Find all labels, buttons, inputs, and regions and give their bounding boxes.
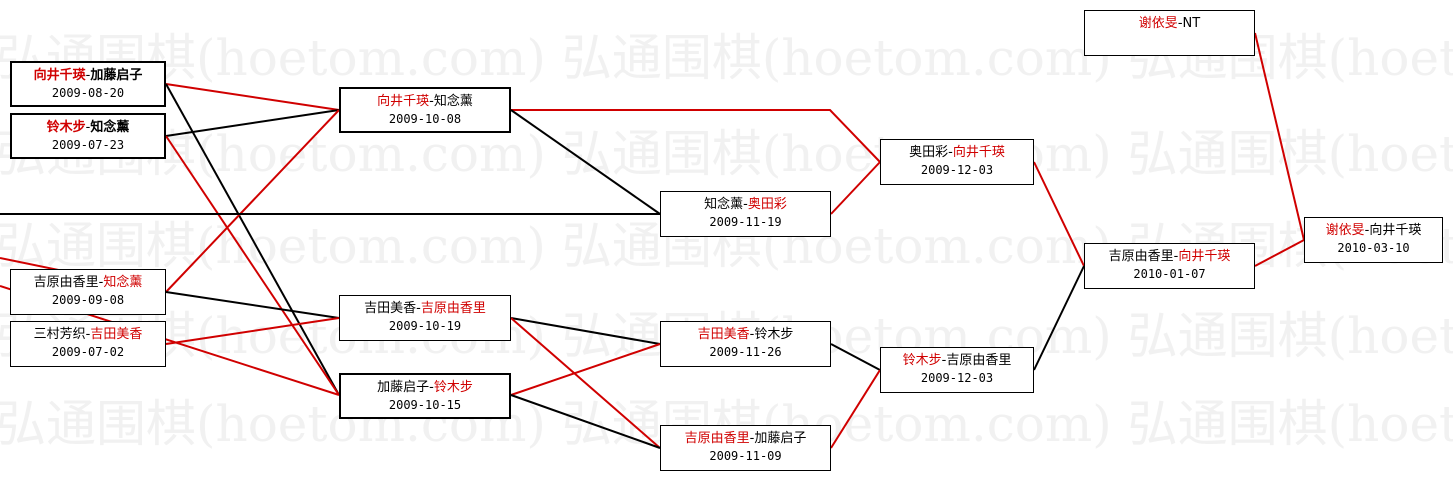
player-2: NT [1182,16,1201,31]
match-date: 2009-11-19 [709,215,782,229]
player-2: 知念薰 [433,94,473,109]
player-1: 知念薰 [704,197,744,212]
match-box-m8: 知念薰-奥田彩 2009-11-19 [660,191,831,237]
connector-line-f [165,291,340,319]
player-1: 谢依旻 [1325,223,1365,238]
connector-line-n [510,317,661,449]
match-players: 吉田美香-吉原由香里 [364,301,486,316]
match-box-m11: 奥田彩-向井千瑛 2009-12-03 [880,139,1034,185]
player-1: 奥田彩 [909,145,949,160]
player-2: 向井千瑛 [1178,249,1231,264]
player-1: 铃木步 [902,353,942,368]
match-date: 2009-07-02 [51,345,125,359]
match-players: 向井千瑛-知念薰 [377,94,473,109]
match-players: 吉原由香里-知念薰 [33,275,143,290]
connector-line-v [1254,239,1305,267]
connector-line-q [830,161,881,215]
match-date: 2009-09-08 [51,293,125,307]
player-1: 谢依旻 [1138,16,1178,31]
match-date: 2009-07-23 [51,138,125,152]
match-box-m6: 吉田美香-吉原由香里 2009-10-19 [339,295,511,341]
player-2: 奥田彩 [747,197,787,212]
match-players: 知念薰-奥田彩 [704,197,787,212]
match-date: 2010-03-10 [1337,241,1410,255]
match-date: 2010-01-07 [1133,267,1206,281]
match-date: 2009-10-08 [388,112,462,126]
connector-line-m [510,317,661,345]
connector-line-g [165,317,340,345]
player-2: 铃木步 [754,327,794,342]
match-players: 谢依旻-向井千瑛 [1325,223,1422,238]
match-box-m10: 吉原由香里-加藤启子 2009-11-09 [660,425,831,471]
match-players: 加藤启子-铃木步 [377,380,473,395]
player-2: 向井千瑛 [952,145,1005,160]
match-box-m7: 加藤启子-铃木步 2009-10-15 [339,373,511,419]
player-2: 加藤启子 [90,68,143,83]
player-1: 加藤启子 [377,380,430,395]
watermark-line: 弘通围棋(hoetom.com) 弘通围棋(hoetom.com) 弘通围棋(h… [0,125,1453,183]
match-box-m2: 铃木步-知念薰 2009-07-23 [10,113,166,159]
player-1: 三村芳织 [33,327,86,342]
player-2: 吉原由香里 [946,353,1012,368]
match-players: 铃木步-知念薰 [46,120,130,135]
connector-line-e [165,109,340,293]
player-1: 向井千瑛 [377,94,430,109]
connector-line-r [830,343,881,371]
match-date: 2009-10-19 [388,319,462,333]
connector-line-j [511,109,881,163]
match-box-m3: 吉原由香里-知念薰 2009-09-08 [10,269,166,315]
match-players: 吉田美香-铃木步 [697,327,794,342]
match-players: 吉原由香里-向井千瑛 [1108,249,1231,264]
player-2: 向井千瑛 [1369,223,1422,238]
match-date: 2009-11-09 [709,449,782,463]
match-players: 铃木步-吉原由香里 [902,353,1012,368]
match-box-m12: 铃木步-吉原由香里 2009-12-03 [880,347,1034,393]
player-2: 吉田美香 [90,327,143,342]
connector-line-b [165,83,340,396]
match-box-m5: 向井千瑛-知念薰 2009-10-08 [339,87,511,133]
connector-line-k [510,109,661,215]
player-1: 吉田美香 [697,327,750,342]
connector-line-u [1033,265,1085,371]
player-2: 吉原由香里 [420,301,486,316]
player-2: 知念薰 [90,120,130,135]
match-date: 2009-12-03 [920,163,994,177]
match-date: 2009-10-15 [388,398,462,412]
player-1: 吉原由香里 [1108,249,1174,264]
connector-line-t [1033,161,1085,267]
match-date: 2009-12-03 [920,371,994,385]
match-players: 吉原由香里-加藤启子 [684,431,807,446]
match-box-m4: 三村芳织-吉田美香 2009-07-02 [10,321,166,367]
player-1: 吉原由香里 [684,431,750,446]
player-2: 知念薰 [103,275,143,290]
match-players: 向井千瑛-加藤启子 [33,68,143,83]
connector-line-c [165,109,340,137]
match-box-m9: 吉田美香-铃木步 2009-11-26 [660,321,831,367]
match-date: 2009-08-20 [51,86,125,100]
connector-line-s [830,369,881,449]
match-date: 2009-11-26 [709,345,782,359]
connector-line-w [1254,32,1305,241]
match-players: 三村芳织-吉田美香 [33,327,143,342]
connector-line-d [165,135,340,396]
match-box-m15: 谢依旻-向井千瑛 2010-03-10 [1304,217,1443,263]
player-2: 加藤启子 [754,431,807,446]
player-1: 向井千瑛 [33,68,86,83]
match-players: 谢依旻-NT [1138,16,1201,31]
player-1: 吉田美香 [364,301,417,316]
match-players: 奥田彩-向井千瑛 [909,145,1005,160]
match-box-m1: 向井千瑛-加藤启子 2009-08-20 [10,61,166,107]
connector-line-o [510,343,661,396]
connector-line-a [165,83,340,111]
match-box-m14: 谢依旻-NT [1084,10,1255,56]
player-1: 吉原由香里 [33,275,99,290]
connector-line-p [510,394,661,449]
player-1: 铃木步 [46,120,86,135]
match-box-m13: 吉原由香里-向井千瑛 2010-01-07 [1084,243,1255,289]
player-2: 铃木步 [433,380,473,395]
